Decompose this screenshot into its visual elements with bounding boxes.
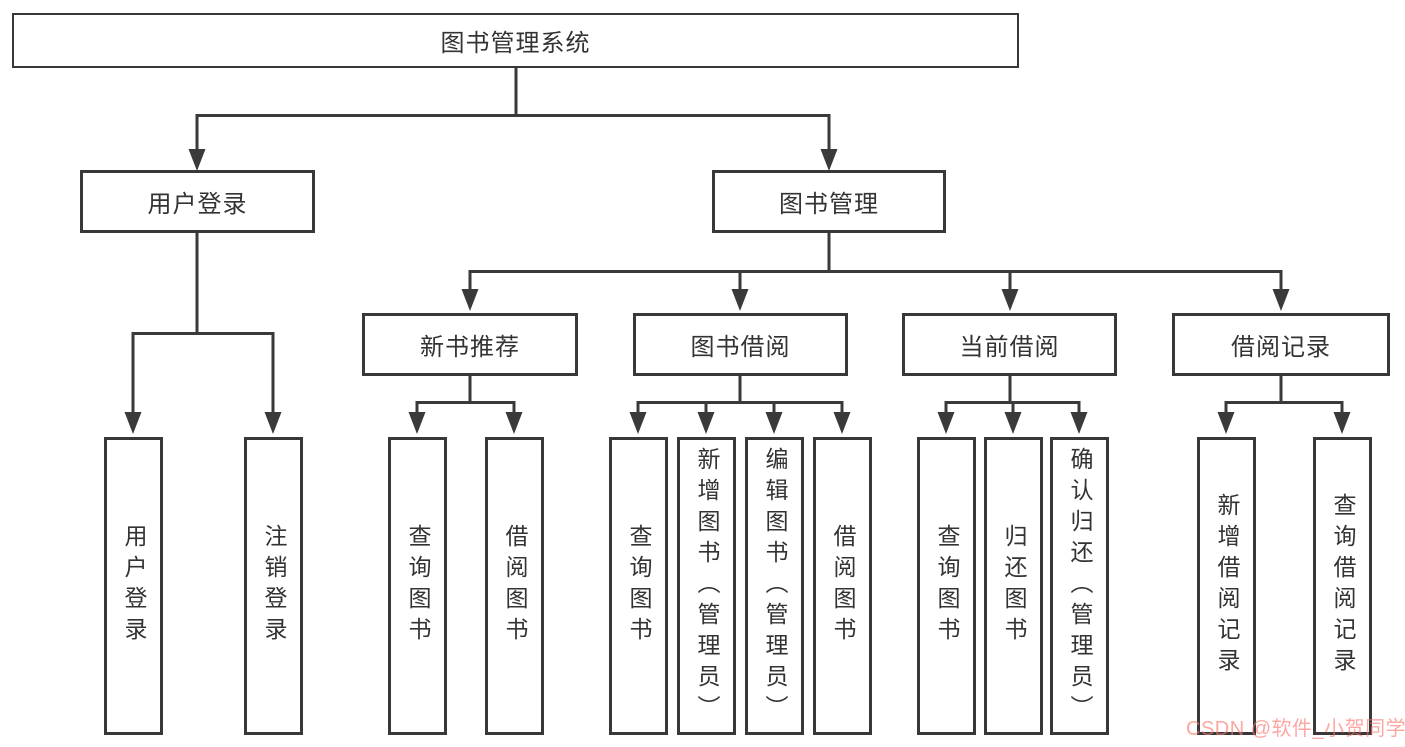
node-leaf-borrow-books-borrowing: 借阅图书 (813, 437, 872, 735)
node-library-system: 图书管理系统 (12, 13, 1019, 68)
node-leaf-add-borrow-record: 新增借阅记录 (1197, 437, 1256, 735)
connector-new-book-recommend-to-leaves (408, 376, 523, 434)
node-leaf-edit-books-admin: 编辑图书（管理员） (745, 437, 804, 735)
connector-book-borrowing-to-leaves (629, 376, 851, 434)
node-leaf-query-books-current: 查询图书 (917, 437, 976, 735)
connector-book-management-to-level3 (461, 233, 1290, 311)
node-leaf-query-books-borrowing: 查询图书 (609, 437, 668, 735)
node-leaf-borrow-books-recommend: 借阅图书 (485, 437, 544, 735)
node-book-borrowing: 图书借阅 (633, 313, 848, 376)
node-user-login: 用户登录 (80, 170, 315, 233)
node-new-book-recommend: 新书推荐 (362, 313, 578, 376)
node-leaf-query-books-recommend: 查询图书 (388, 437, 447, 735)
node-leaf-add-books-admin: 新增图书（管理员） (677, 437, 736, 735)
node-book-management: 图书管理 (712, 170, 946, 233)
node-leaf-return-books: 归还图书 (984, 437, 1043, 735)
node-current-borrowing: 当前借阅 (902, 313, 1117, 376)
csdn-watermark: CSDN @软件_小贺同学 (1186, 718, 1405, 740)
connector-user-login-to-leaves (124, 233, 282, 434)
node-borrowing-records: 借阅记录 (1172, 313, 1390, 376)
node-leaf-user-login: 用户登录 (104, 437, 163, 735)
node-leaf-confirm-return-admin: 确认归还（管理员） (1050, 437, 1109, 735)
connector-current-borrowing-to-leaves (937, 376, 1088, 434)
node-leaf-query-borrow-record: 查询借阅记录 (1313, 437, 1372, 735)
connector-root-to-level2 (188, 68, 838, 171)
connector-borrowing-records-to-leaves (1217, 376, 1351, 434)
node-leaf-logout: 注销登录 (244, 437, 303, 735)
